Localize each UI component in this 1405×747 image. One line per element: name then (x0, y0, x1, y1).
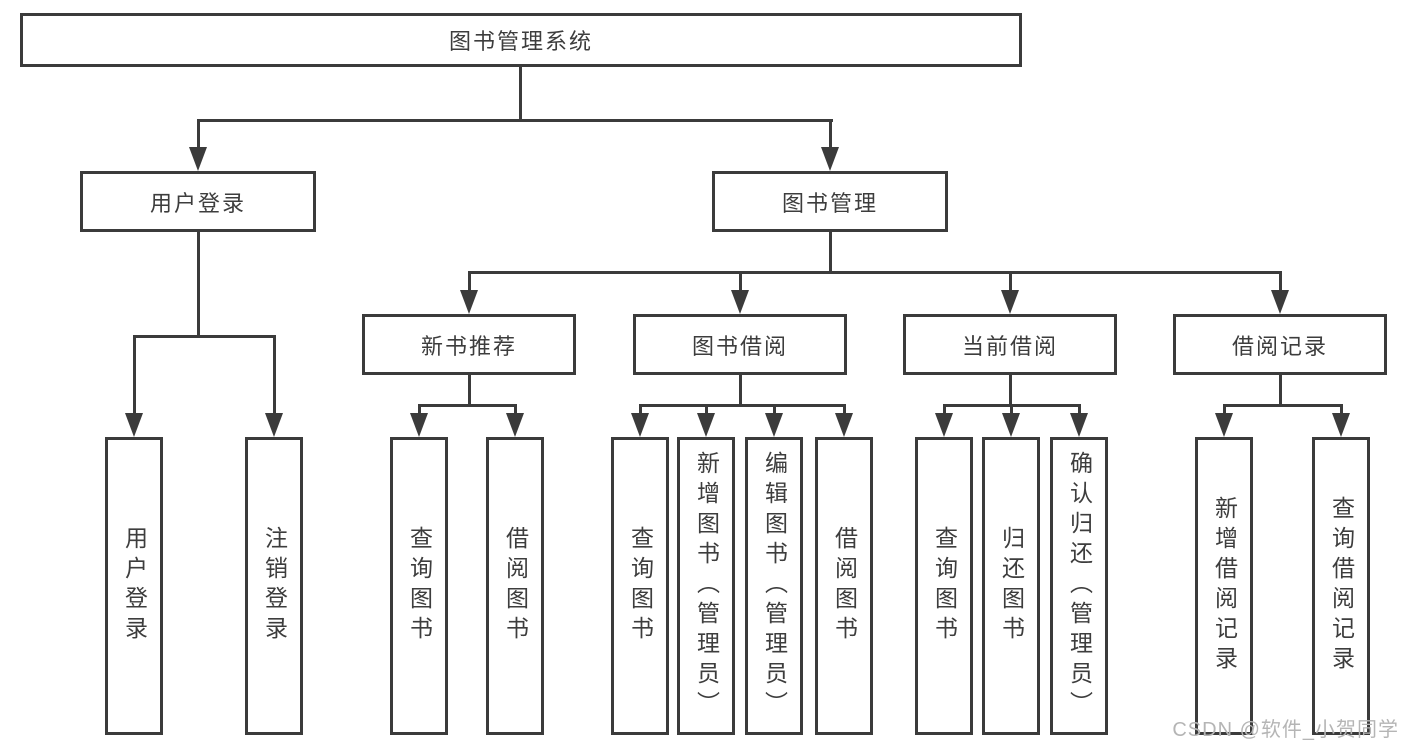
node-label: 新书推荐 (420, 333, 517, 359)
arrow-down-icon (935, 413, 953, 437)
leaf-confirm-return-admin: 确认归还（管理员） (1050, 437, 1108, 735)
leaf-query-books-borrowing: 查询图书 (611, 437, 669, 735)
leaf-label: 用户登录 (121, 526, 148, 646)
connector-branch (639, 404, 846, 407)
connector-drop (773, 404, 776, 414)
leaf-borrow-books-recommend: 借阅图书 (486, 437, 544, 735)
connector-drop (1279, 271, 1282, 291)
arrow-down-icon (1002, 413, 1020, 437)
connector-drop (639, 404, 642, 414)
arrow-down-icon (189, 147, 207, 171)
arrow-down-icon (1001, 290, 1019, 314)
connector-stub (739, 375, 742, 405)
connector-stub (1279, 375, 1282, 405)
leaf-query-books-current: 查询图书 (915, 437, 973, 735)
leaf-label: 归还图书 (998, 526, 1025, 646)
arrow-down-icon (821, 147, 839, 171)
leaf-label: 新增图书（管理员） (693, 451, 720, 721)
connector-drop (705, 404, 708, 414)
watermark: CSDN @软件_小贺同学 (1172, 719, 1399, 741)
node-user-login: 用户登录 (80, 171, 316, 232)
node-label: 用户登录 (149, 190, 246, 216)
connector-drop (197, 119, 200, 149)
connector-drop (418, 404, 421, 414)
connector-branch (418, 404, 517, 407)
connector-drop (468, 271, 471, 291)
leaf-label: 查询图书 (627, 526, 654, 646)
leaf-label: 查询图书 (931, 526, 958, 646)
connector-drop (133, 335, 136, 415)
leaf-label: 借阅图书 (831, 526, 858, 646)
node-label: 当前借阅 (961, 333, 1058, 359)
arrow-down-icon (731, 290, 749, 314)
connector-branch (133, 335, 276, 338)
connector-stub (197, 232, 200, 336)
connector-drop (1223, 404, 1226, 414)
node-label: 图书管理系统 (448, 29, 593, 54)
node-new-book-recommendation: 新书推荐 (362, 314, 576, 375)
leaf-query-books-recommend: 查询图书 (390, 437, 448, 735)
leaf-label: 查询借阅记录 (1328, 496, 1355, 676)
connector-drop (1340, 404, 1343, 414)
arrow-down-icon (1271, 290, 1289, 314)
connector-drop (1078, 404, 1081, 414)
connector-branch (468, 271, 1282, 274)
connector-drop (273, 335, 276, 415)
leaf-label: 编辑图书（管理员） (761, 451, 788, 721)
connector-drop (1010, 404, 1013, 414)
leaf-label: 确认归还（管理员） (1066, 451, 1093, 721)
leaf-label: 注销登录 (261, 526, 288, 646)
leaf-query-borrow-record: 查询借阅记录 (1312, 437, 1370, 735)
arrow-down-icon (1332, 413, 1350, 437)
connector-drop (829, 119, 832, 149)
node-library-management-system: 图书管理系统 (20, 13, 1022, 67)
connector-stub (829, 232, 832, 272)
connector-drop (1009, 271, 1012, 291)
connector-drop (943, 404, 946, 414)
arrow-down-icon (460, 290, 478, 314)
node-current-borrowing: 当前借阅 (903, 314, 1117, 375)
leaf-add-borrow-record: 新增借阅记录 (1195, 437, 1253, 735)
node-borrowing-records: 借阅记录 (1173, 314, 1387, 375)
connector-stub (468, 375, 471, 405)
leaf-logout: 注销登录 (245, 437, 303, 735)
connector-root-branch (197, 119, 833, 122)
connector-stub (1009, 375, 1012, 405)
arrow-down-icon (125, 413, 143, 437)
leaf-user-login: 用户登录 (105, 437, 163, 735)
arrow-down-icon (506, 413, 524, 437)
connector-drop (739, 271, 742, 291)
leaf-label: 借阅图书 (502, 526, 529, 646)
arrow-down-icon (1070, 413, 1088, 437)
leaf-label: 查询图书 (406, 526, 433, 646)
connector-branch (1223, 404, 1343, 407)
node-book-management: 图书管理 (712, 171, 948, 232)
node-label: 图书管理 (781, 190, 878, 216)
leaf-borrow-books-borrowing: 借阅图书 (815, 437, 873, 735)
arrow-down-icon (265, 413, 283, 437)
leaf-label: 新增借阅记录 (1211, 496, 1238, 676)
connector-drop (514, 404, 517, 414)
node-label: 图书借阅 (691, 333, 788, 359)
arrow-down-icon (697, 413, 715, 437)
arrow-down-icon (765, 413, 783, 437)
node-label: 借阅记录 (1231, 333, 1328, 359)
arrow-down-icon (410, 413, 428, 437)
arrow-down-icon (835, 413, 853, 437)
arrow-down-icon (1215, 413, 1233, 437)
leaf-return-books: 归还图书 (982, 437, 1040, 735)
leaf-add-books-admin: 新增图书（管理员） (677, 437, 735, 735)
connector-drop (843, 404, 846, 414)
arrow-down-icon (631, 413, 649, 437)
node-book-borrowing: 图书借阅 (633, 314, 847, 375)
connector-root-stub (519, 67, 522, 119)
leaf-edit-books-admin: 编辑图书（管理员） (745, 437, 803, 735)
